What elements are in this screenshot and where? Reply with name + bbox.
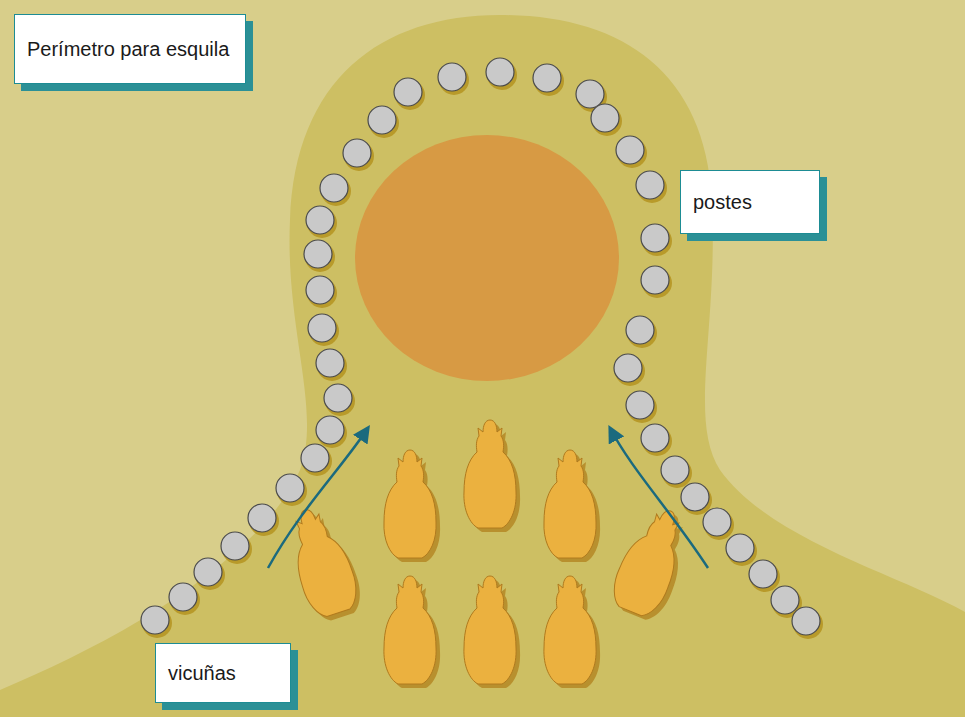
- vicuna: [280, 502, 363, 621]
- post: [308, 314, 336, 342]
- post: [194, 558, 222, 586]
- post: [221, 532, 249, 560]
- post: [394, 78, 422, 106]
- post: [306, 206, 334, 234]
- post: [320, 174, 348, 202]
- post: [343, 139, 371, 167]
- post: [703, 508, 731, 536]
- post: [726, 534, 754, 562]
- flow-arrow: [268, 428, 368, 568]
- post: [792, 607, 820, 635]
- title-label-box: Perímetro para esquila: [14, 14, 246, 84]
- post: [486, 58, 514, 86]
- vicuna: [544, 450, 596, 558]
- posts: [141, 58, 823, 639]
- vicuna: [464, 576, 516, 684]
- label-text: vicuñas: [168, 661, 278, 686]
- label-text: postes: [693, 190, 807, 215]
- post: [141, 606, 169, 634]
- post: [306, 276, 334, 304]
- vicuna: [606, 501, 695, 621]
- post: [614, 354, 642, 382]
- post: [316, 416, 344, 444]
- post: [681, 483, 709, 511]
- post: [533, 64, 561, 92]
- vicuna: [384, 576, 436, 684]
- vicuna: [384, 450, 436, 558]
- post: [276, 474, 304, 502]
- post: [749, 560, 777, 588]
- post: [248, 504, 276, 532]
- post: [301, 444, 329, 472]
- post: [316, 349, 344, 377]
- post: [438, 63, 466, 91]
- post: [368, 106, 396, 134]
- post: [641, 224, 669, 252]
- callout-box: vicuñas: [155, 643, 291, 703]
- post: [304, 240, 332, 268]
- post: [771, 586, 799, 614]
- enclosure-centre: [355, 135, 619, 381]
- post: [324, 384, 352, 412]
- shearing-area: [0, 15, 965, 717]
- flow-arrow: [610, 428, 708, 568]
- vicuna: [544, 576, 596, 684]
- post: [626, 391, 654, 419]
- post: [636, 171, 664, 199]
- label-text: Perímetro para esquila: [27, 37, 233, 62]
- post: [641, 424, 669, 452]
- post: [661, 456, 689, 484]
- post: [591, 104, 619, 132]
- post: [616, 136, 644, 164]
- callout-box: postes: [680, 170, 820, 234]
- post: [641, 266, 669, 294]
- post: [169, 583, 197, 611]
- post: [626, 316, 654, 344]
- post: [576, 80, 604, 108]
- vicuna: [464, 420, 516, 528]
